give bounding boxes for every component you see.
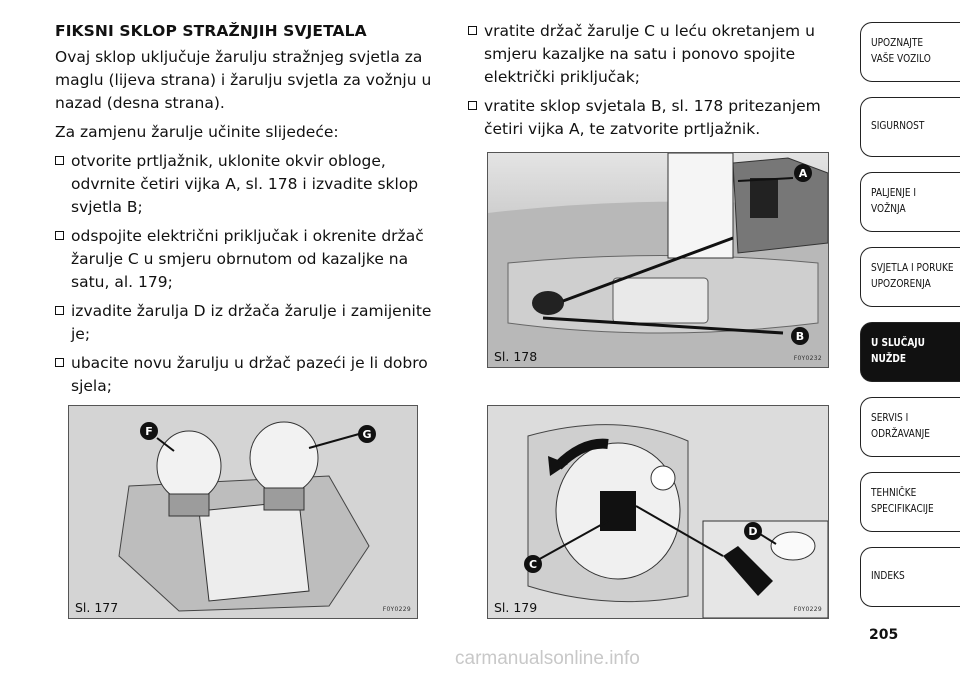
watermark: carmanualsonline.info bbox=[455, 648, 640, 669]
figure-179: C D Sl. 179 F0Y0229 bbox=[487, 405, 829, 619]
tab-sigurnost[interactable]: SIGURNOST bbox=[860, 97, 960, 157]
figure-code: F0Y0229 bbox=[793, 606, 822, 613]
tab-label: SERVIS I bbox=[871, 411, 909, 424]
figure-caption: Sl. 179 bbox=[494, 600, 538, 615]
tab-label: VOŽNJA bbox=[871, 202, 906, 215]
tab-label: UPOZORENJA bbox=[871, 277, 931, 290]
figure-caption: Sl. 177 bbox=[75, 600, 119, 615]
figure-code: F0Y0232 bbox=[793, 355, 822, 362]
tab-label: PALJENJE I bbox=[871, 186, 917, 199]
tab-label: UPOZNAJTE bbox=[871, 36, 924, 49]
tab-label: ODRŽAVANJE bbox=[871, 427, 930, 440]
tab-tehnicke[interactable]: TEHNIČKE SPECIFIKACIJE bbox=[860, 472, 960, 532]
step-text: ubacite novu žarulju u držač pazeći je l… bbox=[71, 354, 428, 395]
figure-178: A B Sl. 178 F0Y0232 bbox=[487, 152, 829, 368]
step-text: odspojite električni priključak i okreni… bbox=[71, 227, 424, 291]
tab-label: SPECIFIKACIJE bbox=[871, 502, 934, 515]
intro-paragraph: Ovaj sklop uključuje žarulju stražnjeg s… bbox=[55, 48, 432, 112]
checkbox-bullet-icon bbox=[55, 156, 64, 165]
left-column: FIKSNI SKLOP STRAŽNJIH SVJETALA Ovaj skl… bbox=[55, 20, 445, 404]
tab-u-slucaju-nuzde[interactable]: U SLUČAJU NUŽDE bbox=[860, 322, 960, 382]
right-column: vratite držač žarulje C u leću okretanje… bbox=[468, 20, 843, 147]
tab-label: U SLUČAJU bbox=[871, 336, 926, 349]
tab-paljenje[interactable]: PALJENJE I VOŽNJA bbox=[860, 172, 960, 232]
tab-label: NUŽDE bbox=[871, 352, 907, 365]
step-text: vratite sklop svjetala B, sl. 178 pritez… bbox=[484, 97, 821, 138]
car-rear-illustration: A B bbox=[488, 153, 828, 367]
checkbox-bullet-icon bbox=[55, 306, 64, 315]
step-item: otvorite prtljažnik, uklonite okvir oblo… bbox=[55, 150, 445, 219]
callout-label: C bbox=[529, 558, 537, 571]
figure-caption: Sl. 178 bbox=[494, 349, 538, 364]
tab-svjetla[interactable]: SVJETLA I PORUKE UPOZORENJA bbox=[860, 247, 960, 307]
checkbox-bullet-icon bbox=[55, 358, 64, 367]
section-heading: FIKSNI SKLOP STRAŽNJIH SVJETALA bbox=[55, 22, 367, 40]
tab-label: TEHNIČKE bbox=[871, 486, 917, 499]
checkbox-bullet-icon bbox=[55, 231, 64, 240]
step-item: vratite sklop svjetala B, sl. 178 pritez… bbox=[468, 95, 843, 141]
tab-label: SVJETLA I PORUKE bbox=[871, 261, 954, 274]
callout-label: F bbox=[145, 425, 153, 438]
bulb-holder-illustration: F G bbox=[69, 406, 417, 618]
callout-label: B bbox=[796, 330, 804, 343]
step-item: ubacite novu žarulju u držač pazeći je l… bbox=[55, 352, 445, 398]
step-text: otvorite prtljažnik, uklonite okvir oblo… bbox=[71, 152, 419, 216]
figure-code: F0Y0229 bbox=[382, 606, 411, 613]
callout-label: G bbox=[362, 428, 371, 441]
tab-servis[interactable]: SERVIS I ODRŽAVANJE bbox=[860, 397, 960, 457]
step-item: izvadite žarulja D iz držača žarulje i z… bbox=[55, 300, 445, 346]
tab-indeks[interactable]: INDEKS bbox=[860, 547, 960, 607]
step-text: vratite držač žarulje C u leću okretanje… bbox=[484, 22, 815, 86]
step-item: odspojite električni priključak i okreni… bbox=[55, 225, 445, 294]
step-text: izvadite žarulja D iz držača žarulje i z… bbox=[71, 302, 432, 343]
bulb-socket-illustration: C D bbox=[488, 406, 828, 618]
page-number: 205 bbox=[869, 627, 899, 643]
tab-label: INDEKS bbox=[871, 569, 905, 582]
step-item: vratite držač žarulje C u leću okretanje… bbox=[468, 20, 843, 89]
tab-upoznajte[interactable]: UPOZNAJTE VAŠE VOZILO bbox=[860, 22, 960, 82]
lead-paragraph: Za zamjenu žarulje učinite slijedeće: bbox=[55, 123, 339, 141]
figure-177: F G Sl. 177 F0Y0229 bbox=[68, 405, 418, 619]
tab-label: VAŠE VOZILO bbox=[871, 52, 931, 65]
callout-label: D bbox=[748, 525, 757, 538]
tab-label: SIGURNOST bbox=[871, 119, 925, 132]
checkbox-bullet-icon bbox=[468, 101, 477, 110]
checkbox-bullet-icon bbox=[468, 26, 477, 35]
callout-label: A bbox=[799, 167, 808, 180]
